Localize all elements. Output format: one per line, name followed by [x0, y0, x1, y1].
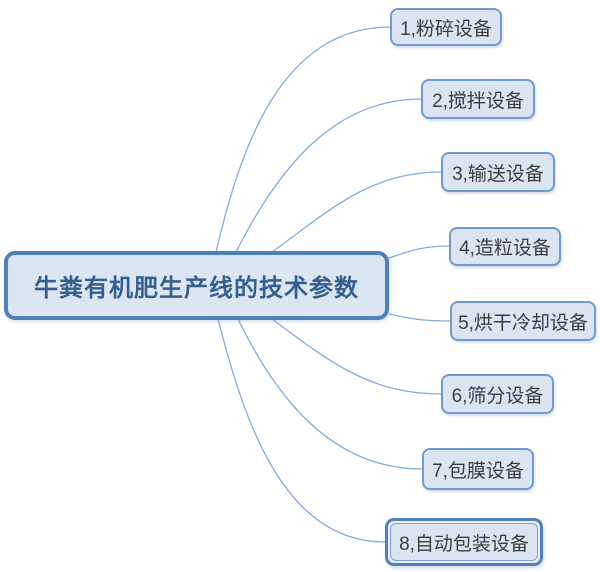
- branch-node-coating-equipment[interactable]: 7,包膜设备: [422, 448, 534, 490]
- branch-node-drying-cooling-equipment[interactable]: 5,烘干冷却设备: [450, 301, 596, 341]
- branch-label: 8,自动包装设备: [399, 533, 529, 555]
- branch-label: 1,粉碎设备: [400, 18, 492, 40]
- connector-root-to-branch-7: [237, 318, 423, 470]
- branch-label: 2,搅拌设备: [432, 90, 524, 112]
- branch-label: 5,烘干冷却设备: [458, 312, 588, 334]
- selection-inner-ring: 8,自动包装设备: [390, 523, 538, 561]
- connector-root-to-branch-2: [235, 98, 422, 253]
- connector-root-to-branch-3: [271, 171, 442, 253]
- branch-node-screening-equipment[interactable]: 6,筛分设备: [441, 374, 554, 414]
- branch-node-crushing-equipment[interactable]: 1,粉碎设备: [390, 8, 502, 46]
- branch-label: 4,造粒设备: [459, 238, 551, 259]
- connector-root-to-branch-1: [215, 26, 391, 253]
- connector-root-to-branch-6: [271, 318, 442, 395]
- branch-label: 6,筛分设备: [451, 385, 544, 407]
- root-topic-node[interactable]: 牛粪有机肥生产线的技术参数: [4, 251, 389, 320]
- branch-node-auto-packing-equipment-selected[interactable]: 8,自动包装设备: [385, 518, 543, 566]
- branch-label: 7,包膜设备: [432, 460, 524, 482]
- connector-root-to-branch-5: [388, 313, 451, 322]
- connector-root-to-branch-8: [217, 318, 386, 543]
- branch-node-conveying-equipment[interactable]: 3,输送设备: [441, 152, 555, 192]
- branch-node-granulating-equipment[interactable]: 4,造粒设备: [449, 227, 561, 266]
- branch-node-mixing-equipment[interactable]: 2,搅拌设备: [421, 79, 535, 119]
- connector-root-to-branch-4: [388, 245, 450, 259]
- root-topic-label: 牛粪有机肥生产线的技术参数: [34, 275, 359, 302]
- branch-label: 3,输送设备: [452, 163, 544, 185]
